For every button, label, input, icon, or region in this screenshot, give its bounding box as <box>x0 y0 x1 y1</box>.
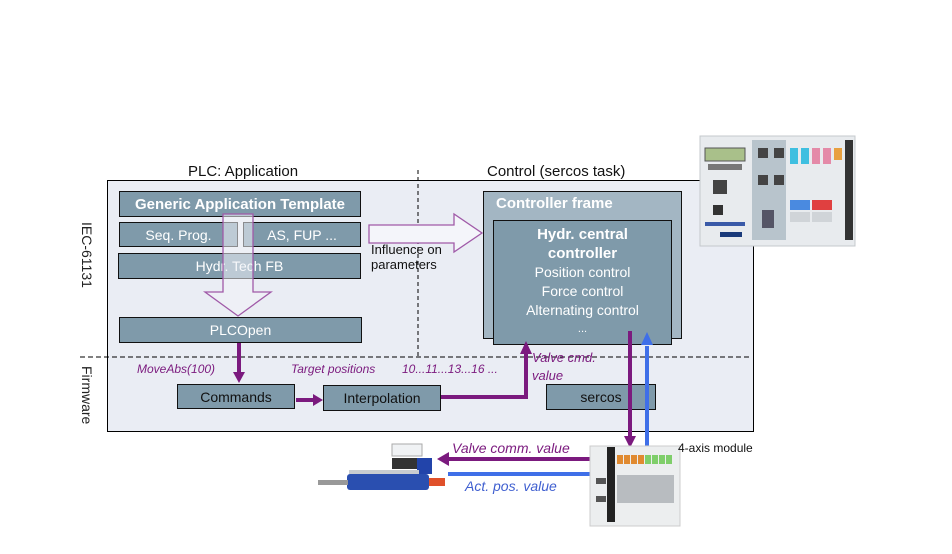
controller-frame-title: Controller frame <box>496 195 613 212</box>
plcopen-to-commands-arrowhead <box>233 372 245 383</box>
hydraulic-cylinder-image <box>318 443 445 490</box>
iec-61131-label: IEC-61131 <box>79 222 95 288</box>
plc-application-header: PLC: Application <box>188 163 299 180</box>
commands-to-interpolation-arrowhead <box>313 394 323 406</box>
position-control: Position control <box>534 264 631 280</box>
plc-controller-device-image <box>699 135 856 247</box>
interpolation-box: Interpolation <box>323 385 441 411</box>
valve-comm-label: Valve comm. value <box>452 440 570 456</box>
move-abs-label: MoveAbs(100) <box>137 362 216 376</box>
target-positions-label: Target positions <box>291 362 376 376</box>
module-to-controller-arrowhead <box>641 332 653 345</box>
act-pos-label: Act. pos. value <box>465 478 557 494</box>
valve-cmd-label-2: value <box>532 368 564 383</box>
central-title-1: Hydr. central <box>537 226 628 243</box>
force-control: Force control <box>541 283 624 299</box>
controller-to-module-arrowhead <box>624 436 636 448</box>
influence-label-1: Influence on <box>371 242 442 257</box>
sercos-box: sercos <box>546 384 656 410</box>
valve-cmd-arrowhead <box>520 341 532 354</box>
io-module-image <box>589 445 681 527</box>
four-axis-module-label: 4-axis module <box>678 441 753 455</box>
central-title-2: controller <box>547 245 618 262</box>
valve-comm-arrowhead <box>437 452 449 466</box>
template-to-plcopen-arrow <box>203 213 273 317</box>
plcopen-box: PLCOpen <box>119 317 362 343</box>
influence-label-2: parameters <box>371 257 437 272</box>
generic-application-template: Generic Application Template <box>119 191 361 217</box>
alternating-control: Alternating control <box>526 302 639 318</box>
seq-prog-box: Seq. Prog. <box>119 222 238 247</box>
more-controls: ... <box>577 323 588 335</box>
valve-cmd-label-1: Valve cmd. <box>532 350 596 365</box>
control-task-header: Control (sercos task) <box>487 163 626 180</box>
target-values-label: 10...11...13...16 ... <box>402 362 498 376</box>
commands-box: Commands <box>177 384 295 409</box>
as-fup-box: AS, FUP ... <box>243 222 361 247</box>
firmware-label: Firmware <box>79 366 95 425</box>
hydr-central-controller: Hydr. central controller Position contro… <box>493 220 672 345</box>
influence-arrow <box>368 212 484 254</box>
